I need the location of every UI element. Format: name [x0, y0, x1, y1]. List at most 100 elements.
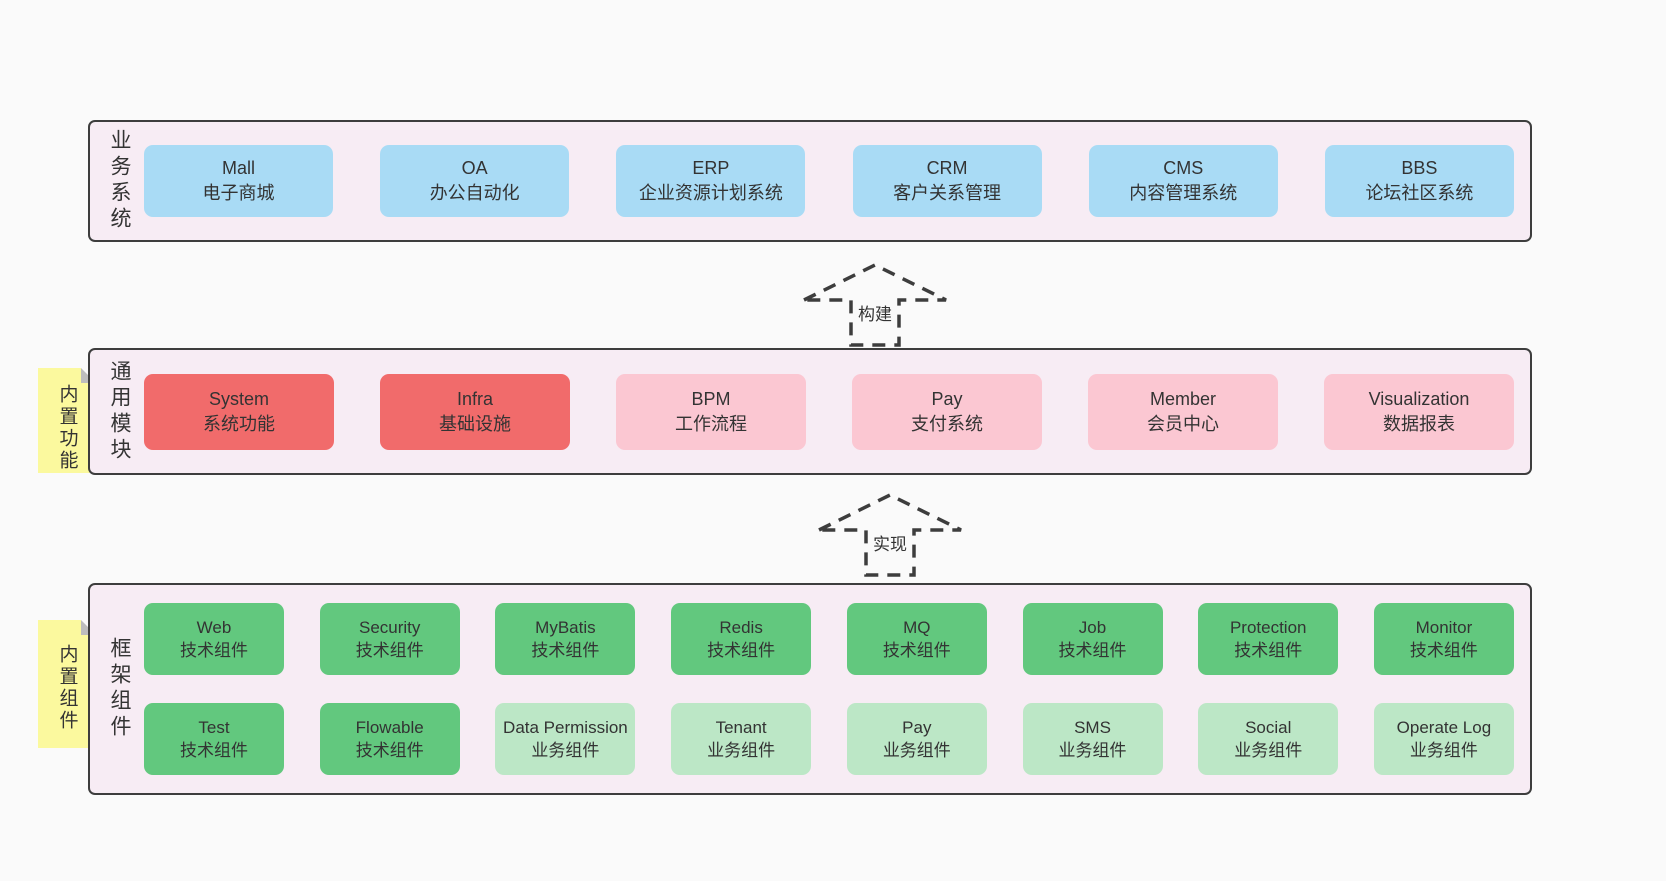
sticky-note-label: 内置组件: [56, 644, 78, 732]
box-title: Member: [1149, 388, 1216, 409]
box-title: Pay: [931, 388, 963, 409]
box-operate-log: Operate Log 业务组件: [1373, 703, 1514, 775]
box-title: ERP: [692, 158, 730, 178]
box-subtitle: 技术组件: [180, 641, 248, 660]
up-block-arrow-icon: [803, 263, 947, 347]
box-subtitle: 技术组件: [531, 641, 600, 660]
box-subtitle: 支付系统: [911, 413, 983, 434]
box-title: CMS: [1163, 158, 1204, 178]
box-title: Pay: [902, 718, 932, 737]
box-title: Protection: [1229, 618, 1307, 637]
box-mall: Mall 电子商城: [144, 145, 333, 217]
box-subtitle: 企业资源计划系统: [638, 183, 783, 203]
box-redis: Redis 技术组件: [671, 603, 812, 675]
box-test: Test 技术组件: [144, 703, 284, 775]
box-flowable: Flowable 技术组件: [319, 703, 460, 775]
box-subtitle: 数据报表: [1383, 413, 1455, 434]
box-subtitle: 技术组件: [1409, 641, 1478, 660]
panel-label: 业务系统: [108, 129, 131, 233]
panel-business-systems: 业务系统 Mall 电子商城 OA 办公自动化 ERP 企业资源计划系统 CRM 客户关系管理…: [88, 120, 1532, 242]
box-title: Infra: [456, 388, 494, 409]
box-visualization: Visualization 数据报表: [1324, 373, 1514, 450]
box-cms: CMS 内容管理系统: [1088, 145, 1278, 217]
box-title: Security: [358, 618, 421, 637]
box-sms: SMS 业务组件: [1022, 703, 1163, 775]
box-title: Job: [1078, 618, 1107, 637]
box-title: Data Permission: [503, 718, 628, 737]
box-subtitle: 技术组件: [180, 741, 248, 760]
box-subtitle: 业务组件: [882, 741, 951, 760]
box-subtitle: 业务组件: [1058, 741, 1127, 760]
common-modules-boxes: System 系统功能 Infra 基础设施 BPM 工作流程 Pay 支付系统 Member 会…: [144, 373, 1514, 450]
box-tenant: Tenant 业务组件: [671, 703, 812, 775]
box-subtitle: 业务组件: [1409, 741, 1478, 760]
box-social: Social 业务组件: [1198, 703, 1339, 775]
box-subtitle: 技术组件: [1058, 641, 1127, 660]
box-job: Job 技术组件: [1022, 603, 1163, 675]
sticky-note-label: 内置功能: [56, 384, 78, 472]
box-title: BPM: [691, 388, 731, 409]
box-crm: CRM 客户关系管理: [852, 145, 1042, 217]
box-subtitle: 办公自动化: [429, 183, 520, 203]
box-subtitle: 技术组件: [882, 641, 951, 660]
arrow-label: 构建: [854, 299, 896, 326]
box-subtitle: 技术组件: [1234, 641, 1303, 660]
panel-label: 通用模块: [108, 359, 131, 464]
box-subtitle: 工作流程: [675, 413, 747, 434]
box-subtitle: 会员中心: [1147, 413, 1219, 434]
box-oa: OA 办公自动化: [380, 145, 570, 217]
box-title: MyBatis: [535, 618, 596, 637]
box-title: Monitor: [1415, 618, 1473, 637]
box-subtitle: 论坛社区系统: [1365, 183, 1474, 203]
box-pay: Pay 支付系统: [852, 373, 1042, 450]
arrow-label: 实现: [869, 529, 911, 556]
box-subtitle: 基础设施: [439, 413, 511, 434]
box-title: Social: [1245, 718, 1292, 737]
box-subtitle: 客户关系管理: [893, 183, 1002, 203]
box-title: Test: [198, 718, 230, 737]
box-bpm: BPM 工作流程: [616, 373, 806, 450]
box-subtitle: 技术组件: [355, 641, 424, 660]
box-title: Tenant: [715, 718, 767, 737]
box-pay: Pay 业务组件: [846, 703, 987, 775]
up-block-arrow-icon: [818, 493, 962, 577]
box-subtitle: 系统功能: [203, 413, 275, 434]
box-title: OA: [461, 158, 488, 178]
box-security: Security 技术组件: [319, 603, 460, 675]
box-monitor: Monitor 技术组件: [1373, 603, 1514, 675]
box-mybatis: MyBatis 技术组件: [495, 603, 636, 675]
box-subtitle: 电子商城: [202, 183, 275, 203]
box-protection: Protection 技术组件: [1198, 603, 1339, 675]
box-erp: ERP 企业资源计划系统: [616, 145, 806, 217]
box-title: CRM: [926, 158, 968, 178]
box-title: SMS: [1074, 718, 1111, 737]
sticky-note-builtin-features: 内置功能: [38, 368, 96, 473]
box-subtitle: 业务组件: [531, 741, 600, 760]
box-subtitle: 技术组件: [707, 641, 776, 660]
box-bbs: BBS 论坛社区系统: [1324, 145, 1514, 217]
box-title: Operate Log: [1396, 718, 1492, 737]
box-data-permission: Data Permission 业务组件: [495, 703, 636, 775]
box-infra: Infra 基础设施: [380, 373, 570, 450]
box-member: Member 会员中心: [1088, 373, 1278, 450]
box-subtitle: 业务组件: [707, 741, 776, 760]
arrow-implement: 实现: [817, 493, 963, 577]
box-title: Mall: [221, 158, 255, 178]
arrow-build: 构建: [802, 263, 948, 347]
box-title: BBS: [1401, 158, 1438, 178]
panel-label: 框架组件: [108, 637, 131, 741]
box-title: Redis: [719, 618, 763, 637]
panel-common-modules: 通用模块 System 系统功能 Infra 基础设施 BPM 工作流程 Pay 支付系统 Me…: [88, 348, 1532, 475]
box-title: Flowable: [355, 718, 424, 737]
box-title: System: [208, 388, 269, 409]
box-title: Visualization: [1368, 388, 1470, 409]
box-subtitle: 内容管理系统: [1129, 183, 1238, 203]
box-subtitle: 技术组件: [355, 741, 424, 760]
box-subtitle: 业务组件: [1234, 741, 1303, 760]
business-systems-boxes: Mall 电子商城 OA 办公自动化 ERP 企业资源计划系统 CRM 客户关系管理 CMS 内容…: [144, 145, 1514, 217]
